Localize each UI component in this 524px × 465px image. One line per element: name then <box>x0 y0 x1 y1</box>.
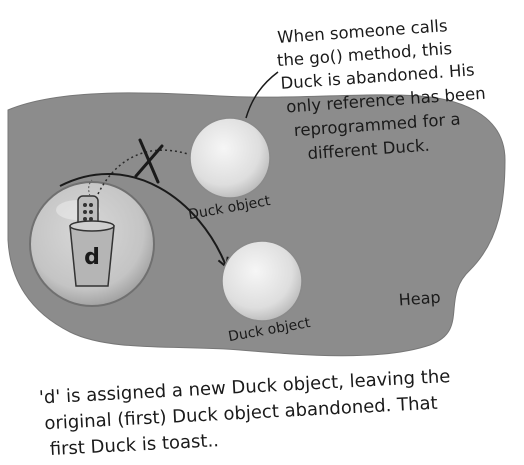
reference-d: d <box>29 179 155 307</box>
new-reference-arrow <box>59 173 226 266</box>
reference-name: d <box>84 245 100 270</box>
crossed-out-icon <box>134 138 164 184</box>
old-reference-line <box>97 149 205 195</box>
first-duck-object: Duck object <box>187 117 272 223</box>
annotation-pointer <box>245 71 279 119</box>
heap-label: Heap <box>398 288 441 310</box>
caption: 'd' is assigned a new Duck object, leavi… <box>39 366 451 460</box>
caption-line: first Duck is toast.. <box>49 430 219 460</box>
